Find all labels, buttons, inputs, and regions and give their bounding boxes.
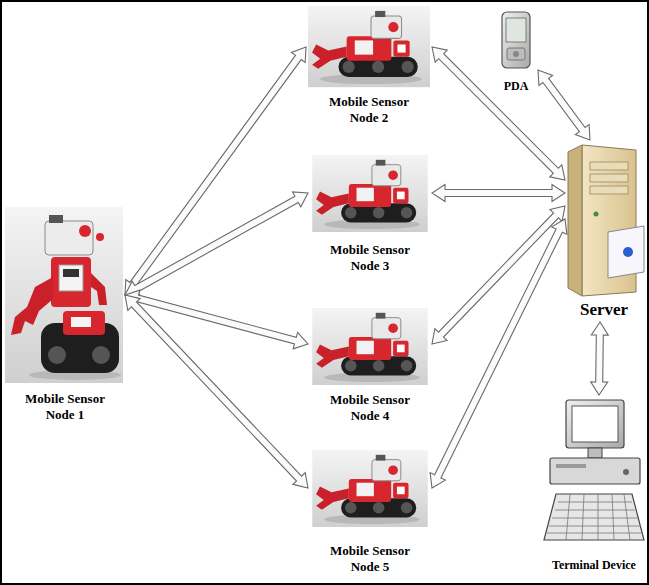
- double-arrow: [432, 206, 565, 344]
- robot-image: [312, 155, 428, 232]
- double-arrow: [432, 47, 565, 180]
- sensor-node: Mobile Sensor Node 5: [308, 449, 432, 577]
- node-label: Mobile Sensor Node 2: [319, 94, 419, 127]
- robot-image: [312, 450, 428, 527]
- terminal-node: Terminal Device: [542, 395, 646, 575]
- pda-icon: [502, 12, 530, 68]
- robot-image: [5, 207, 123, 383]
- sensor-node: Mobile Sensor Node 1: [5, 207, 125, 425]
- pda-node: PDA: [494, 8, 538, 96]
- sensor-node: Mobile Sensor Node 3: [308, 154, 432, 276]
- double-arrow: [430, 219, 567, 488]
- sensor-node: Mobile Sensor Node 2: [306, 4, 432, 128]
- double-arrow: [538, 70, 590, 140]
- sensor-node: Mobile Sensor Node 4: [308, 306, 432, 426]
- node-label: Terminal Device: [552, 558, 636, 573]
- double-arrow: [125, 295, 308, 488]
- double-arrow: [125, 192, 308, 296]
- node-label: Mobile Sensor Node 4: [320, 392, 420, 425]
- node-label: Mobile Sensor Node 3: [320, 242, 420, 275]
- robot-image: [312, 308, 428, 385]
- node-label: Mobile Sensor Node 5: [320, 543, 420, 576]
- double-arrow: [432, 185, 565, 202]
- server-node: Server: [565, 140, 643, 322]
- node-label: Server: [580, 299, 628, 320]
- server-icon: [568, 145, 644, 296]
- terminal-icon: [544, 400, 644, 540]
- double-arrow: [591, 322, 609, 395]
- double-arrow: [125, 47, 306, 295]
- node-label: Mobile Sensor Node 1: [15, 391, 115, 424]
- robot-image: [308, 6, 430, 87]
- node-label: PDA: [504, 79, 529, 94]
